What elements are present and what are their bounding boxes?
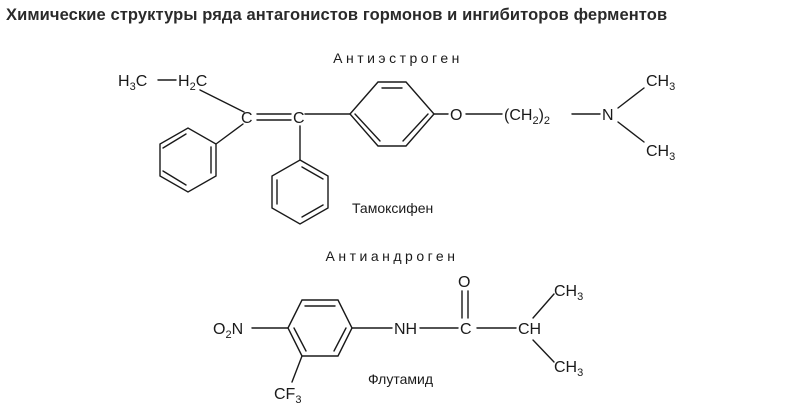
section-label-antiestrogen: Антиэстроген — [333, 50, 463, 66]
atom-ch3-bottom: CH3 — [646, 143, 675, 163]
page-title: Химические структуры ряда антагонистов г… — [6, 6, 668, 24]
bond-ch-ch3-bottom — [532, 339, 555, 363]
atom-nh: NH — [394, 321, 417, 338]
atom-carbonyl-o: O — [458, 274, 470, 291]
bond-ring-cf3 — [291, 355, 303, 383]
phenylene-ring — [349, 81, 435, 147]
atom-alkene-c-right: C — [293, 110, 305, 127]
atom-ch3-top-flutamide: CH3 — [554, 283, 583, 303]
bond-ethyl-alkene — [199, 89, 245, 113]
atom-ch2-2: (CH2)2 — [504, 107, 550, 127]
atom-cf3: CF3 — [274, 386, 301, 406]
bond-c-phenyl-left — [215, 123, 244, 145]
atom-oxygen: O — [450, 107, 462, 124]
phenyl-ring-lower — [271, 159, 329, 225]
atom-alkene-c-left: C — [241, 110, 253, 127]
atom-ch3-top: CH3 — [646, 73, 675, 93]
drug-name-flutamide: Флутамид — [368, 371, 433, 387]
drug-name-tamoxifen: Тамоксифен — [352, 200, 433, 216]
atom-o2n: O2N — [213, 321, 243, 341]
bond-ch-ch3-top — [532, 293, 555, 319]
benzene-ring-flutamide — [287, 299, 353, 357]
atom-carbonyl-c: C — [460, 321, 472, 338]
atom-ch3-bottom-flutamide: CH3 — [554, 359, 583, 379]
bond-n-ch3-top — [617, 87, 645, 109]
section-label-antiandrogen: Антиандроген — [326, 248, 459, 264]
atom-h3c: H3C — [118, 73, 147, 93]
phenyl-ring-left — [159, 127, 217, 193]
atom-nitrogen: N — [602, 107, 614, 124]
atom-h2c: H2C — [178, 73, 207, 93]
atom-ch: CH — [518, 321, 541, 338]
bond-n-ch3-bottom — [617, 121, 645, 143]
